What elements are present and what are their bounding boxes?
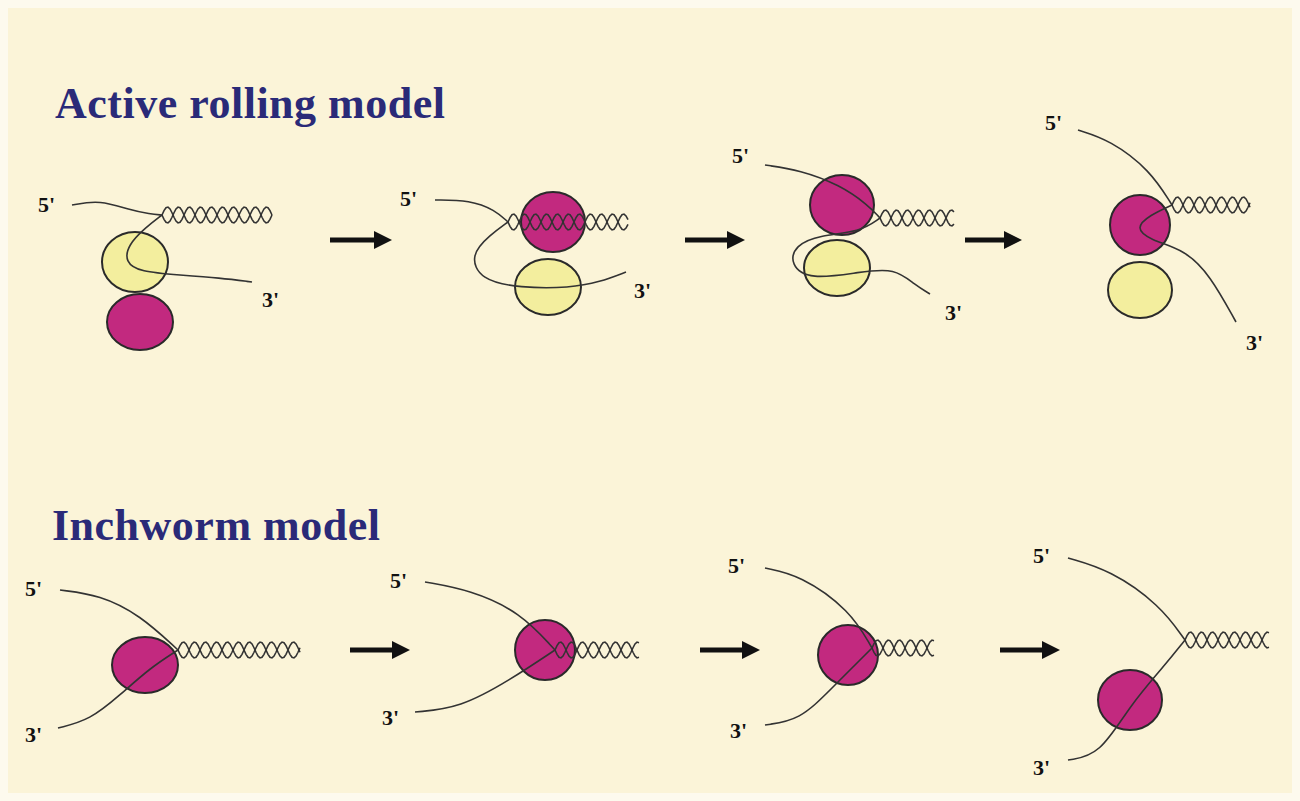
dna-duplex bbox=[1185, 632, 1269, 648]
helicase-subunit-yellow bbox=[102, 232, 168, 292]
strand-end-label: 5' bbox=[728, 553, 745, 579]
arrow-head bbox=[727, 231, 745, 249]
dna-duplex bbox=[178, 642, 300, 658]
arrow-head bbox=[392, 641, 410, 659]
single-strand bbox=[72, 202, 162, 215]
step-arrow bbox=[965, 231, 1022, 249]
step-arrow bbox=[685, 231, 745, 249]
strand-end-label: 3' bbox=[730, 718, 747, 744]
strand-end-label: 3' bbox=[1033, 755, 1050, 781]
single-strand bbox=[60, 590, 178, 650]
strand-end-label: 3' bbox=[634, 278, 651, 304]
single-strand bbox=[1068, 558, 1185, 640]
dna-duplex bbox=[880, 210, 954, 226]
strand-end-label: 3' bbox=[945, 300, 962, 326]
helicase-subunit-yellow bbox=[1108, 262, 1172, 318]
strand-end-label: 5' bbox=[400, 186, 417, 212]
arrow-head bbox=[742, 641, 760, 659]
dna-duplex bbox=[1172, 197, 1250, 213]
helicase-subunit-magenta bbox=[112, 637, 178, 693]
step-arrow bbox=[350, 641, 410, 659]
strand-end-label: 3' bbox=[262, 287, 279, 313]
single-strand bbox=[765, 648, 872, 725]
single-strand bbox=[127, 215, 252, 282]
helicase-subunit-yellow bbox=[804, 240, 870, 296]
dna-duplex bbox=[1172, 197, 1250, 213]
helicase-subunit-magenta bbox=[810, 175, 874, 235]
arrow-shaft bbox=[685, 238, 731, 243]
single-strand bbox=[425, 582, 555, 650]
arrow-shaft bbox=[1000, 648, 1046, 653]
single-strand bbox=[1078, 130, 1172, 205]
dna-duplex bbox=[872, 640, 934, 656]
single-strand bbox=[435, 200, 508, 222]
single-strand bbox=[58, 650, 178, 728]
strand-end-label: 5' bbox=[1033, 543, 1050, 569]
strand-end-label: 3' bbox=[1246, 330, 1263, 356]
arrow-head bbox=[1042, 641, 1060, 659]
strand-end-label: 3' bbox=[25, 722, 42, 748]
arrow-shaft bbox=[330, 238, 378, 243]
dna-duplex bbox=[1185, 632, 1269, 648]
helicase-subunit-magenta bbox=[818, 625, 878, 685]
dna-duplex bbox=[555, 642, 639, 658]
model-heading: Inchworm model bbox=[52, 500, 380, 551]
background-panel bbox=[8, 8, 1292, 793]
dna-duplex bbox=[508, 214, 628, 230]
single-strand bbox=[793, 218, 930, 294]
strand-end-label: 5' bbox=[25, 576, 42, 602]
dna-duplex bbox=[178, 642, 300, 658]
dna-duplex bbox=[162, 207, 272, 223]
single-strand bbox=[765, 165, 880, 218]
arrow-head bbox=[1004, 231, 1022, 249]
single-strand bbox=[475, 222, 626, 288]
strand-end-label: 3' bbox=[382, 705, 399, 731]
single-strand bbox=[415, 650, 555, 712]
strand-end-label: 5' bbox=[732, 143, 749, 169]
single-strand bbox=[1068, 640, 1185, 760]
helicase-subunit-magenta bbox=[107, 294, 173, 350]
single-strand bbox=[1140, 205, 1236, 322]
arrow-head bbox=[374, 231, 392, 249]
model-heading: Active rolling model bbox=[55, 78, 445, 129]
dna-duplex bbox=[162, 207, 272, 223]
single-strand bbox=[765, 568, 872, 648]
step-arrow bbox=[1000, 641, 1060, 659]
dna-duplex bbox=[872, 640, 934, 656]
strand-end-label: 5' bbox=[390, 568, 407, 594]
dna-duplex bbox=[555, 642, 639, 658]
arrow-shaft bbox=[965, 238, 1008, 243]
strand-end-label: 5' bbox=[1045, 110, 1062, 136]
arrow-shaft bbox=[350, 648, 396, 653]
strand-end-label: 5' bbox=[38, 192, 55, 218]
step-arrow bbox=[700, 641, 760, 659]
arrow-shaft bbox=[700, 648, 746, 653]
dna-duplex bbox=[508, 214, 628, 230]
step-arrow bbox=[330, 231, 392, 249]
dna-duplex bbox=[880, 210, 954, 226]
